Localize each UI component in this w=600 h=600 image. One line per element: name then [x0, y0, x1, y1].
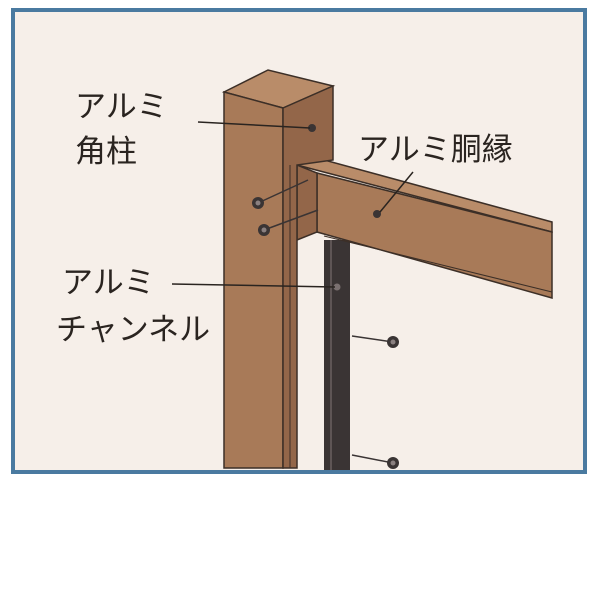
rail-end-face: [296, 163, 318, 242]
rail-label: アルミ胴縁: [358, 132, 513, 168]
post-label-line2: 角柱: [75, 134, 137, 170]
bolt-hole-icon: [308, 124, 316, 132]
post-right-face: [282, 84, 334, 469]
channel-label-line2: チャンネル: [56, 312, 210, 348]
rail-lower-edge: [323, 235, 553, 293]
screw-icon: [351, 335, 399, 348]
channel-label-leader: [171, 283, 336, 288]
bolt-hole-icon: [333, 283, 341, 291]
aluminum-channel: [324, 240, 350, 470]
post-label-leader: [197, 121, 311, 129]
channel-label-line1: アルミ: [62, 265, 155, 301]
bolt-hole-icon: [373, 210, 381, 218]
screw-icon: [351, 454, 399, 469]
post-left-face: [223, 91, 284, 469]
post-label-line1: アルミ: [75, 89, 168, 125]
screw-icon: [252, 179, 309, 209]
rail-label-leader: [379, 171, 414, 213]
screw-icon: [258, 209, 319, 236]
